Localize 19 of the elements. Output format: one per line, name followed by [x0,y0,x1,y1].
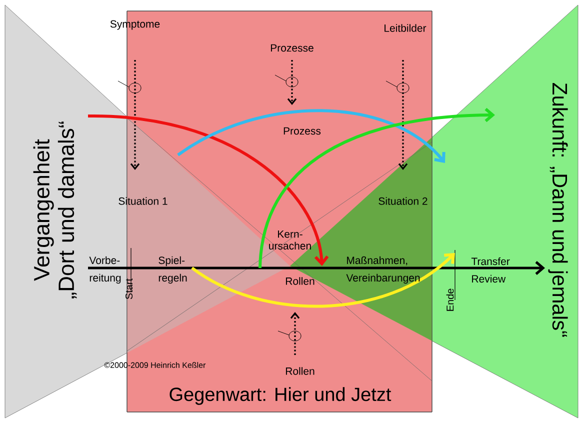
step-label: Maßnahmen, Vereinbarungen [346,256,420,284]
region-label: Vergangenheit „Dort und damals“ [33,122,77,298]
copyright-note: ©2000-2009 Heinrich Keßler [104,362,206,368]
step-label: Rollen [286,277,314,285]
region-label: Gegenwart: Hier und Jetzt [170,387,392,405]
step-label: Situation 1 [118,197,168,205]
step-label: Situation 2 [378,197,428,205]
step-label: Vorbe- reitung [89,256,121,284]
axis-label: Start [125,278,133,300]
step-label: Spiel- regeln [158,256,187,284]
region-label: Zukunft: „Dann und jemals“ [548,83,568,337]
step-label: Prozesse [270,44,314,52]
step-label: Leitbilder [384,24,426,32]
step-label: Transfer Review [471,257,510,283]
step-label: Rollen [286,367,314,375]
axis-label: Ende [446,288,454,311]
step-label: Kern- ursachen [269,230,311,250]
step-label: Prozess [284,127,321,135]
step-label: Symptome [110,20,160,30]
